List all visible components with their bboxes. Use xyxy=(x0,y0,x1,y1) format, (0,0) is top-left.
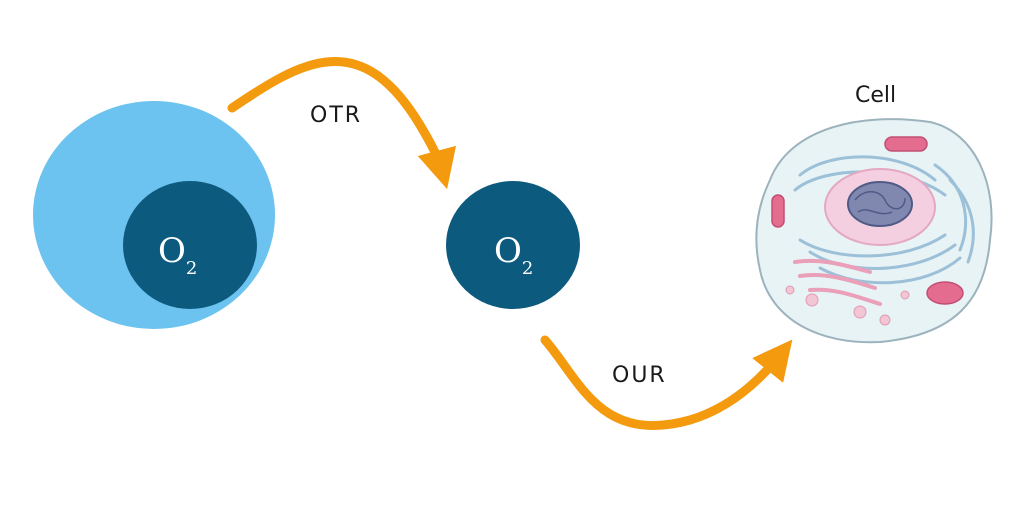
vesicles xyxy=(785,285,910,326)
our-label: OUR xyxy=(612,363,667,388)
o2-in-bubble xyxy=(123,181,257,309)
o2-label-bubble: O2 xyxy=(158,231,197,279)
nucleolus xyxy=(847,181,913,227)
cell-illustration xyxy=(755,118,993,344)
chromatin xyxy=(854,191,906,215)
otr-arrow xyxy=(227,57,457,190)
cell-label: Cell xyxy=(855,83,896,108)
o2-label-dissolved: O2 xyxy=(494,231,533,279)
otr-label: OTR xyxy=(310,103,362,128)
our-arrow xyxy=(540,335,793,430)
mitochondria xyxy=(771,136,964,305)
dissolved-o2-circle xyxy=(446,181,580,309)
gas-bubble-group: O2 xyxy=(33,101,275,329)
golgi-apparatus xyxy=(793,258,882,306)
dissolved-o2-group: O2 xyxy=(446,181,580,309)
